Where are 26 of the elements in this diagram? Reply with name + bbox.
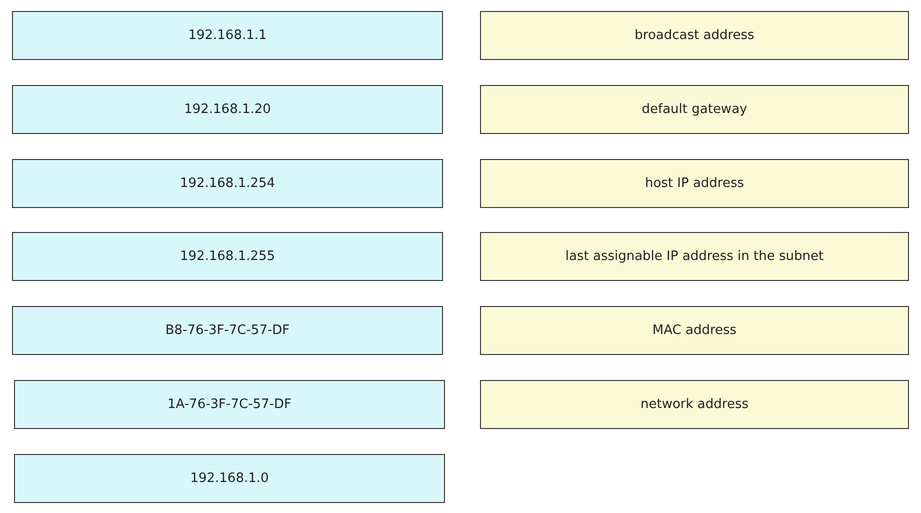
box-label: host IP address xyxy=(644,176,744,191)
term-box xyxy=(480,159,909,208)
box-label: 192.168.1.1 xyxy=(188,28,267,43)
box-label: MAC address xyxy=(652,323,737,338)
box-label: default gateway xyxy=(642,102,748,117)
answer-box xyxy=(12,232,443,281)
term-box xyxy=(480,11,909,60)
box-label: B8-76-3F-7C-57-DF xyxy=(165,323,290,338)
term-box xyxy=(480,306,909,355)
box-label: last assignable IP address in the subnet xyxy=(565,249,824,264)
box-label: 192.168.1.0 xyxy=(190,471,269,486)
box-label: 192.168.1.254 xyxy=(180,176,276,191)
term-box xyxy=(480,85,909,134)
answer-box xyxy=(12,11,443,60)
answer-box xyxy=(12,306,443,355)
answer-box xyxy=(14,454,445,503)
term-box xyxy=(480,232,909,281)
box-label: broadcast address xyxy=(634,28,754,43)
answer-box xyxy=(12,85,443,134)
box-label: 192.168.1.20 xyxy=(184,102,271,117)
box-label: 1A-76-3F-7C-57-DF xyxy=(167,397,292,412)
answer-box xyxy=(12,159,443,208)
box-label: network address xyxy=(640,397,748,412)
answer-box xyxy=(14,380,445,429)
box-label: 192.168.1.255 xyxy=(180,249,276,264)
term-box xyxy=(480,380,909,429)
